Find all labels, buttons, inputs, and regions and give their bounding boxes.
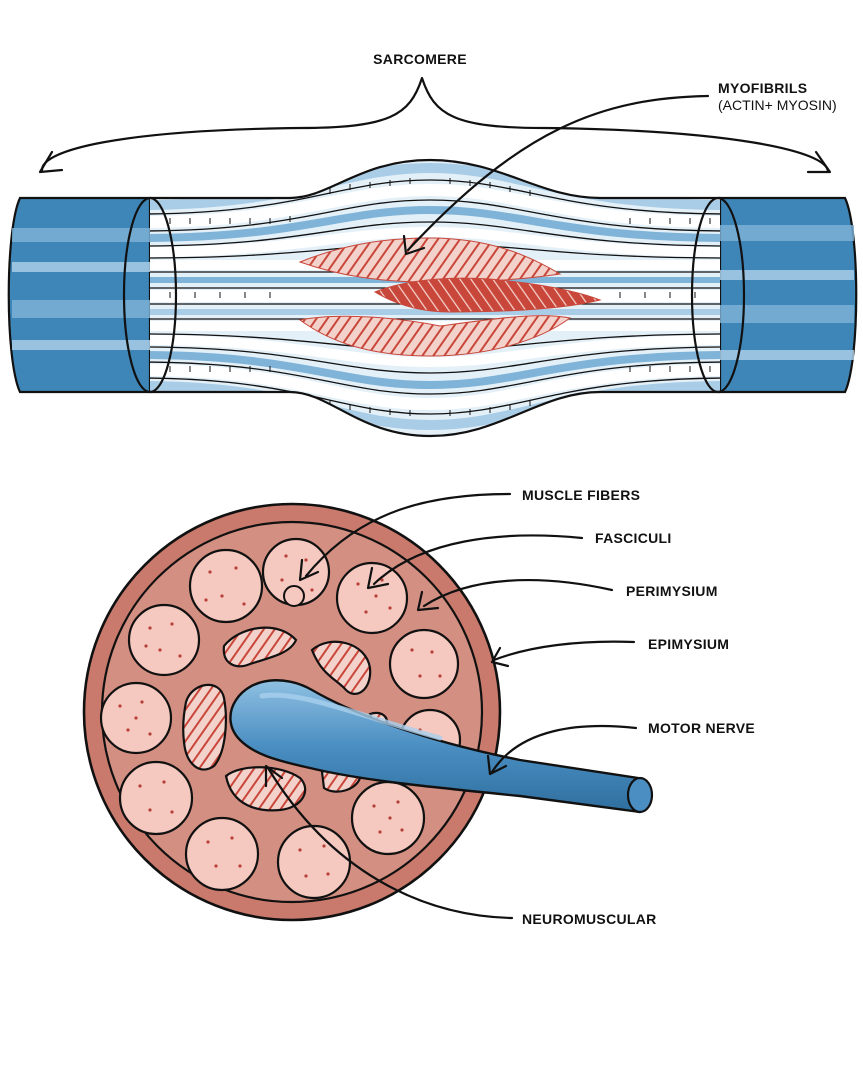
fascicle xyxy=(184,816,260,892)
sarcomere-body xyxy=(150,158,720,438)
fascicle xyxy=(350,780,426,856)
fascicle xyxy=(118,760,194,836)
motor-nerve-end xyxy=(626,776,654,814)
actin-myosin-bands xyxy=(298,237,602,357)
fascicle xyxy=(188,548,264,624)
fascicle xyxy=(127,603,201,677)
fascicle xyxy=(276,824,352,900)
muscle-fiber-tube xyxy=(7,158,858,438)
myofibrils-sublabel: (ACTIN+ MYOSIN) xyxy=(718,97,837,113)
single-muscle-fiber xyxy=(283,585,305,607)
motor-nerve-pointer xyxy=(486,724,638,776)
fascicle xyxy=(335,561,409,635)
epimysium-label: EPIMYSIUM xyxy=(648,636,729,652)
neuro-fiber xyxy=(224,766,307,812)
muscle-cross-section xyxy=(82,502,654,922)
fasciculi-label: FASCICULI xyxy=(595,530,672,546)
perimysium-label: PERIMYSIUM xyxy=(626,583,718,599)
tube-left-end xyxy=(7,196,152,394)
muscle-fibers-pointer xyxy=(298,492,512,582)
myofibrils-pointer xyxy=(402,94,710,256)
fascicle xyxy=(388,628,460,700)
epimysium-pointer xyxy=(490,640,636,668)
neuro-fiber xyxy=(310,640,372,695)
motor-nerve-label: MOTOR NERVE xyxy=(648,720,755,736)
muscle-fibers-label: MUSCLE FIBERS xyxy=(522,487,640,503)
z-line-ticks xyxy=(169,178,711,416)
tube-right-end xyxy=(718,196,858,394)
sarcomere-label: SARCOMERE xyxy=(373,51,467,67)
perimysium-pointer xyxy=(416,578,614,612)
myofibrils-label: MYOFIBRILS xyxy=(718,80,807,96)
neuromuscular-pointer xyxy=(264,764,514,920)
motor-nerve xyxy=(229,679,654,814)
left-cross-section-ring xyxy=(122,196,178,394)
neuromuscular-label: NEUROMUSCULAR xyxy=(522,911,657,927)
neuro-fiber xyxy=(182,683,227,771)
neuromuscular-junction-fibers xyxy=(182,626,389,812)
right-cross-section-ring xyxy=(690,196,746,394)
fasciculi-pointer xyxy=(366,534,584,590)
neuro-fiber xyxy=(222,626,298,668)
sarcomere-brace xyxy=(38,76,832,174)
